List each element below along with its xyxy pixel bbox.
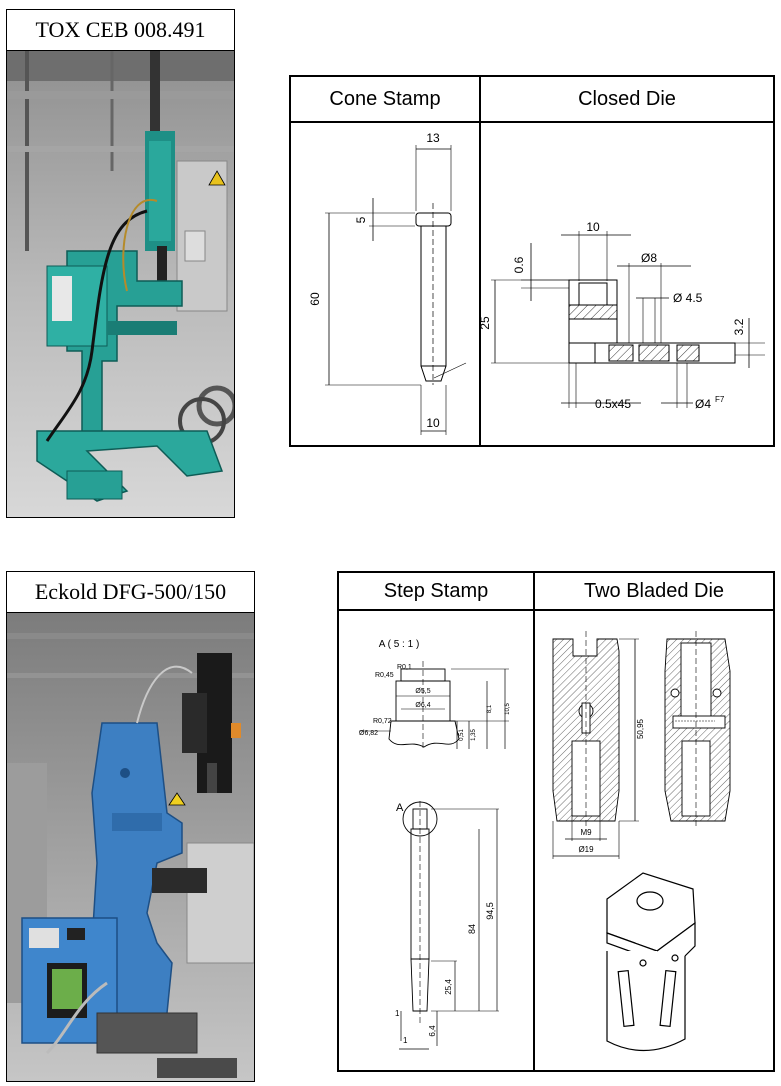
- dim-die-pin-tolerance: F7: [715, 395, 725, 404]
- machine-photo-eckold: Eckold DFG-500/150: [6, 571, 255, 1082]
- detail-marker: A: [396, 802, 404, 814]
- dim-r3: R0,72: [373, 718, 392, 725]
- header-two-bladed-die: Two Bladed Die: [535, 573, 773, 611]
- dim-d3: Ø6,82: [359, 730, 378, 737]
- two-bladed-die-drawing: 50,95 M9 Ø19: [552, 631, 731, 1052]
- dim-h4: 10,5: [505, 703, 511, 715]
- dim-len1: 84: [467, 924, 477, 934]
- header-closed-die: Closed Die: [481, 77, 773, 123]
- dim-h2: 1,35: [471, 729, 477, 741]
- dim-r1: R0,1: [397, 664, 412, 671]
- cone-stamp-drawing: 13 5 60 10: [308, 131, 467, 435]
- drawing-panel-top: Cone Stamp Closed Die: [289, 75, 775, 447]
- dim-len2: 94,5: [485, 902, 495, 920]
- dim-cone-length: 60: [308, 292, 322, 306]
- dim-cone-top: 13: [426, 131, 440, 145]
- dim-die-thread: M9: [580, 828, 592, 837]
- dim-w1: 1: [395, 1009, 400, 1018]
- dim-h1: 0,51: [459, 729, 465, 741]
- dim-die-height: 25: [481, 316, 492, 330]
- dim-cone-bottom: 10: [426, 416, 440, 430]
- machine-photo-tox: TOX CEB 008.491: [6, 9, 235, 518]
- dim-die-diameter: Ø19: [578, 845, 594, 854]
- dim-d1: Ø5,5: [415, 688, 430, 695]
- panel-divider: [479, 77, 481, 445]
- drawing-panel-bottom: Step Stamp Two Bladed Die A ( 5 : 1 ): [337, 571, 775, 1072]
- die-isometric-view: [606, 872, 696, 1052]
- closed-die-drawing: 10 0.6 Ø8 Ø 4.5 25 3.2 0.5x45 Ø4 F7: [481, 220, 765, 411]
- dim-die-pin: Ø4: [695, 397, 711, 411]
- machine-title-eckold: Eckold DFG-500/150: [7, 572, 254, 613]
- step-stamp-drawing: A ( 5 : 1 ): [359, 639, 511, 1050]
- eckold-press-image: [7, 613, 254, 1081]
- header-cone-stamp: Cone Stamp: [291, 77, 479, 123]
- header-step-stamp: Step Stamp: [339, 573, 533, 611]
- dim-d2: Ø6,4: [415, 702, 430, 709]
- dim-die-chamfer: 0.5x45: [595, 397, 631, 411]
- dim-cone-head: 5: [354, 216, 368, 223]
- tox-press-illustration: [7, 51, 234, 517]
- dim-die-depth: 3.2: [732, 318, 746, 335]
- dim-w2: 1: [403, 1036, 408, 1045]
- dim-r2: R0,45: [375, 672, 394, 679]
- eckold-press-illustration: [7, 613, 254, 1081]
- dim-die-height-2: 50,95: [636, 718, 645, 739]
- dim-h3: 8,1: [487, 704, 493, 713]
- panel-divider: [533, 573, 535, 1070]
- dim-die-step: 0.6: [512, 256, 526, 273]
- dim-die-small-hole: Ø 4.5: [673, 291, 703, 305]
- dim-die-width: 10: [586, 220, 600, 234]
- tox-press-image: [7, 51, 234, 517]
- dim-tip: 25,4: [444, 979, 453, 995]
- machine-title-tox: TOX CEB 008.491: [7, 10, 234, 51]
- dim-gap: 6,4: [428, 1025, 437, 1037]
- detail-label: A ( 5 : 1 ): [379, 639, 420, 650]
- dim-die-hole: Ø8: [641, 251, 657, 265]
